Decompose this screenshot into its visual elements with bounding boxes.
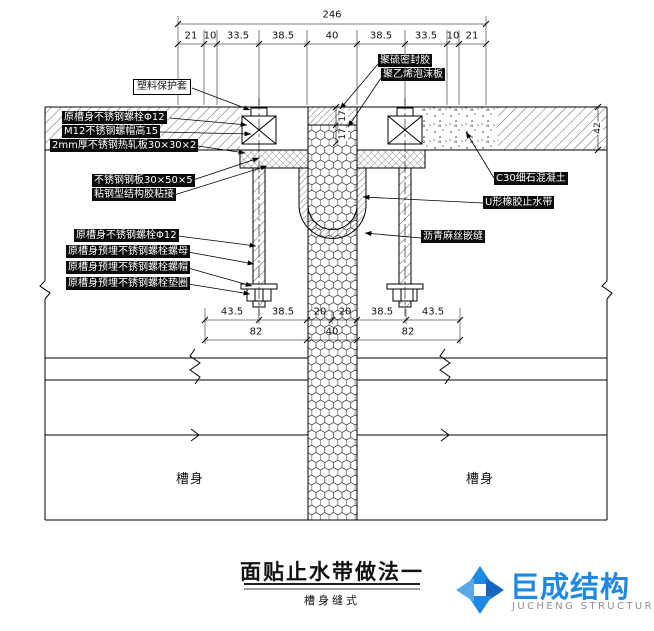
label-sealant: 聚硫密封胶: [378, 54, 432, 67]
logo-icon: [456, 566, 504, 614]
leader-lines: [159, 63, 495, 296]
label-channel-left: 槽身: [176, 472, 205, 487]
logo-name-en: JUCHENG STRUCTURE: [512, 601, 654, 612]
label-embed-washer: 原槽身预埋不锈钢螺栓垫圈: [66, 277, 190, 290]
label-u-waterstop: U形橡胶止水带: [483, 196, 555, 209]
label-bolt-mid: 原槽身不锈钢螺栓Φ12: [74, 229, 179, 242]
stainless-plates: [239, 149, 426, 169]
dim-seal-depth-a: 17: [338, 109, 348, 123]
label-embed-cap: 原槽身预埋不锈钢螺栓螺帽: [66, 261, 190, 274]
c30-concrete-speckle: [422, 107, 498, 150]
label-channel-right: 槽身: [466, 472, 495, 487]
leader-asphalt: [364, 231, 422, 239]
dim-bot2-1: 82: [249, 326, 263, 338]
dim-bot1-2: 38.5: [271, 306, 295, 318]
steel-plate-right: [356, 149, 426, 169]
dim-bot1-4: 20: [338, 306, 352, 318]
drawing-title: 面贴止水带做法一: [240, 560, 424, 584]
leader-adhesive: [173, 165, 268, 196]
leader-embed-cap: [187, 267, 253, 287]
dimension-lines: [174, 16, 602, 344]
dim-bot1-3: 20: [313, 306, 327, 318]
label-asphalt-oakum: 沥青麻丝嵌缝: [421, 230, 485, 243]
break-mark-right: [439, 348, 451, 385]
leader-bolt-top: [169, 117, 248, 127]
dim-bot1-6: 43.5: [421, 306, 445, 318]
leader-sealant: [339, 63, 379, 110]
label-nut-top: M12不锈钢螺帽高15: [62, 125, 161, 138]
dim-top-seg-2: 10: [203, 30, 217, 42]
logo-icon-left-triangle: [456, 578, 474, 602]
leader-bolt-mid: [177, 235, 257, 248]
leader-nut-top: [159, 131, 252, 137]
dim-top-seg-8: 10: [446, 30, 460, 42]
title-underline: [244, 583, 420, 590]
steel-plate-left: [239, 149, 309, 169]
leader-foam-board: [347, 77, 382, 128]
label-c30-concrete: C30细石混凝土: [494, 172, 568, 185]
dim-bot2-2: 40: [325, 326, 339, 338]
drawing-subtitle: 槽身缝式: [304, 594, 360, 607]
dim-top-seg-7: 33.5: [414, 30, 438, 42]
dim-bot2-3: 82: [401, 326, 415, 338]
leader-waterstop: [362, 194, 484, 204]
dim-top-seg-1: 21: [184, 30, 198, 42]
leader-c30: [465, 131, 495, 179]
bolt-centerlines: [258, 98, 406, 316]
leader-plastic-sleeve: [191, 87, 251, 111]
channel-body-lines: [45, 348, 607, 521]
label-plastic-sleeve: 塑料保护套: [133, 79, 191, 95]
leader-steel-plate: [189, 157, 260, 182]
existing-slab-right-hatch: [498, 107, 607, 150]
leader-embed-nut: [187, 251, 255, 266]
break-mark-left: [189, 348, 201, 385]
dim-bot1-5: 38.5: [370, 306, 394, 318]
label-foam-board: 聚乙烯泡沫板: [381, 68, 445, 81]
dim-top-total: 246: [322, 9, 342, 21]
label-embed-nut: 原槽身预埋不锈钢螺栓螺母: [66, 245, 190, 258]
foam-filler-column: [307, 124, 358, 521]
dim-top-seg-5: 40: [325, 30, 339, 42]
logo-name-cn: 巨成结构: [510, 570, 631, 604]
dim-top-seg-6: 38.5: [369, 30, 393, 42]
leader-angle-plate: [197, 145, 246, 155]
label-angle-plate: 2mm厚不锈钢热轧板30×30×2: [50, 139, 199, 152]
channel-edges: [39, 107, 613, 520]
label-bolt-top: 原槽身不锈钢螺栓Φ12: [62, 111, 167, 124]
dim-top-seg-9: 21: [465, 30, 479, 42]
dim-slab-thickness: 42: [593, 121, 603, 135]
joint-column: [307, 106, 358, 521]
dim-top-seg-3: 33.5: [226, 30, 250, 42]
u-waterstop: [298, 167, 367, 239]
leader-embed-washer: [187, 283, 251, 296]
dim-bot1-1: 43.5: [220, 306, 244, 318]
dim-seal-depth-b: 17: [338, 127, 348, 141]
sealant-strip: [307, 106, 358, 126]
label-steel-plate: 不锈钢钢板30×50×5: [92, 174, 195, 187]
label-adhesive: 粘钢型结构胶粘接: [92, 188, 176, 201]
dim-top-seg-4: 38.5: [271, 30, 295, 42]
